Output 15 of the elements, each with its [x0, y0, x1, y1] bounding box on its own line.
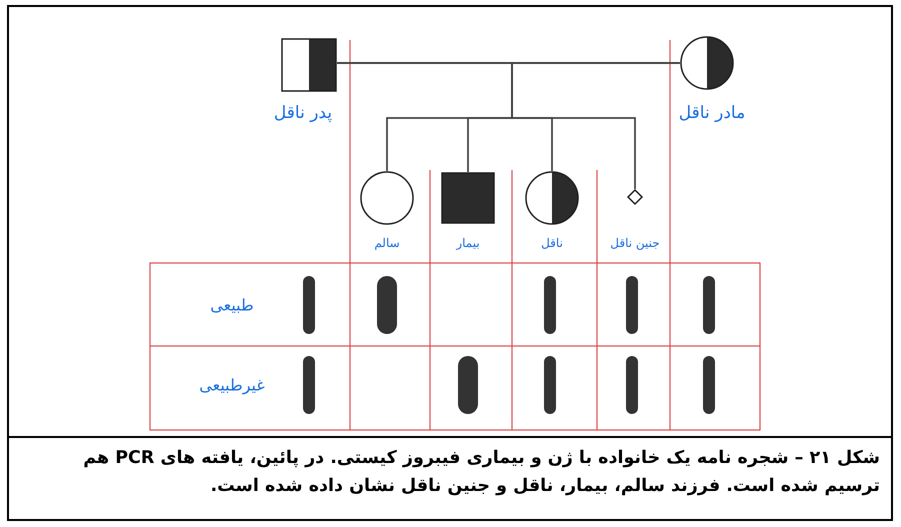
half-shaded-circle [525, 171, 579, 225]
person-label: جنین ناقل [610, 236, 660, 250]
half-shaded-square [281, 38, 337, 92]
person-label: ناقل [541, 236, 563, 250]
row-label: طبیعی [210, 296, 254, 314]
row-label: غیرطبیعی [199, 376, 265, 394]
open-circle [360, 171, 414, 225]
person-label: بیمار [456, 236, 480, 250]
person-label: سالم [374, 236, 400, 250]
figure-caption: شکل ۲۱ – شجره نامه یک خانواده با ژن و بیماری فیبروز کیستی. در پائین، یافته های PCR هم ترسیم شده است. فرزند سالم، بیمار، ناقل و جنین ناقل نشان داده شده است. [82, 447, 880, 498]
filled-square [441, 172, 495, 224]
open-diamond [627, 189, 643, 205]
half-shaded-circle [680, 36, 734, 90]
person-label: مادر ناقل [678, 103, 746, 123]
person-label: پدر ناقل [274, 103, 332, 123]
